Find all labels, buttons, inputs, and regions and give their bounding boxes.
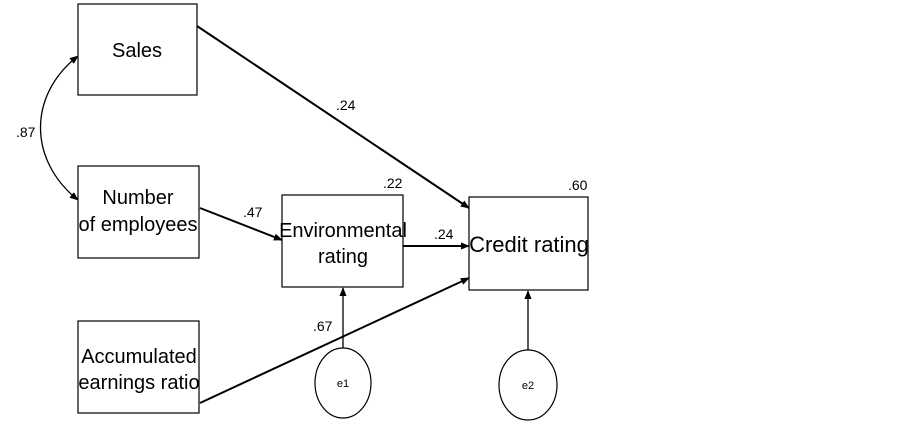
employees-box [77,165,200,259]
e1-label: e1 [337,378,349,390]
sales-credit-coef-label: .24 [336,97,356,113]
e2-ellipse [498,349,558,421]
credit-box [468,196,589,291]
env-label-line1: Environmental [279,220,407,242]
employees-label-line1: Number [102,187,173,209]
e2-label: e2 [522,380,534,392]
env-box [281,194,404,288]
credit-label: Credit rating [469,232,589,257]
path-employees-to-env [199,207,283,241]
credit-r2-label: .60 [568,177,588,193]
sales-label: Sales [112,40,162,62]
sales-box [77,3,198,96]
employees-env-coef-label: .47 [243,204,263,220]
env-label-line2: rating [318,246,368,268]
env-r2-label: .22 [383,175,403,191]
path-earnings-to-credit [199,277,470,404]
cov-coef-label: .87 [16,124,36,140]
env-credit-coef-label: .24 [434,226,454,242]
earnings-label-line1: Accumulated [81,346,197,368]
path-sales-to-credit [196,25,470,209]
earnings-credit-coef-label: .67 [313,318,333,334]
e1-ellipse [314,347,372,419]
earnings-box [77,320,200,414]
covariance-sales-employees [39,55,79,201]
employees-label-line2: of employees [79,214,198,236]
earnings-label-line2: earnings ratio [78,372,199,394]
